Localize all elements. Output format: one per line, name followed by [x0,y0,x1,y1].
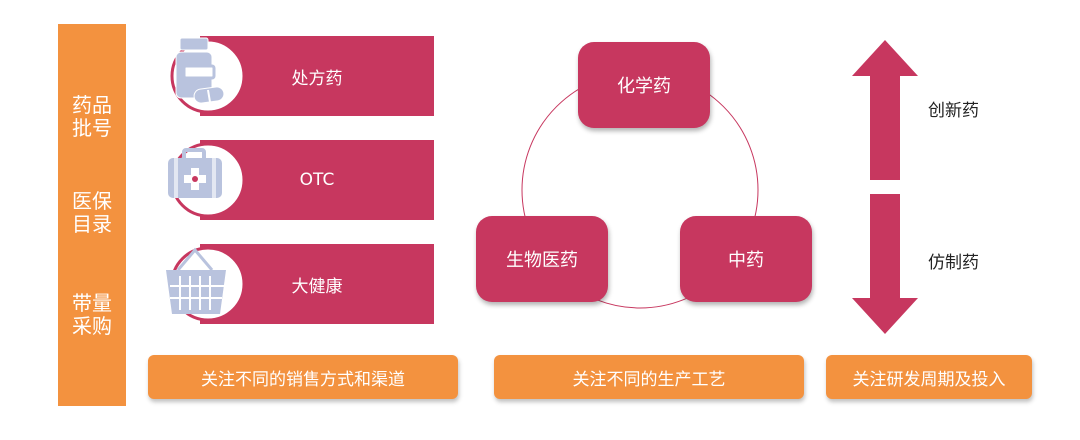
footer-tag-rd: 关注研发周期及投入 [826,355,1032,399]
channel-label: 处方药 [291,68,343,89]
sidebar-item-drug-approval: 药品 批号 [58,94,126,140]
sidebar-item-insurance-catalog: 医保 目录 [58,190,126,236]
footer-tag-label: 关注不同的生产工艺 [572,369,726,390]
sidebar-item-label: 带量 采购 [72,291,112,338]
shopping-basket-icon [166,247,226,314]
pill-bottle-icon [175,37,225,104]
channel-icons [166,37,246,322]
production-node-label: 中药 [728,250,764,271]
footer-tag-sales: 关注不同的销售方式和渠道 [148,355,458,399]
footer-tag-label: 关注不同的销售方式和渠道 [201,369,405,390]
up-arrow-icon [852,40,918,180]
sidebar: 药品 批号 医保 目录 带量 采购 [58,24,126,406]
production-node-tcm: 中药 [680,216,812,302]
innovative-drug-label: 创新药 [928,101,979,121]
sidebar-item-volume-procurement: 带量 采购 [58,292,126,338]
sidebar-item-label: 医保 目录 [72,189,112,236]
production-node-biologic: 生物医药 [476,216,608,302]
first-aid-kit-icon [168,148,222,198]
production-node-label: 化学药 [617,76,671,97]
channel-label: 大健康 [291,276,343,297]
rd-arrows [852,40,918,334]
production-node-chemical: 化学药 [578,42,710,128]
down-arrow-icon [852,194,918,334]
generic-drug-label: 仿制药 [928,253,979,273]
sidebar-item-label: 药品 批号 [72,93,112,140]
channel-label: OTC [299,170,335,190]
production-node-label: 生物医药 [506,250,578,271]
footer-tag-production: 关注不同的生产工艺 [494,355,804,399]
footer-tag-label: 关注研发周期及投入 [852,369,1006,390]
